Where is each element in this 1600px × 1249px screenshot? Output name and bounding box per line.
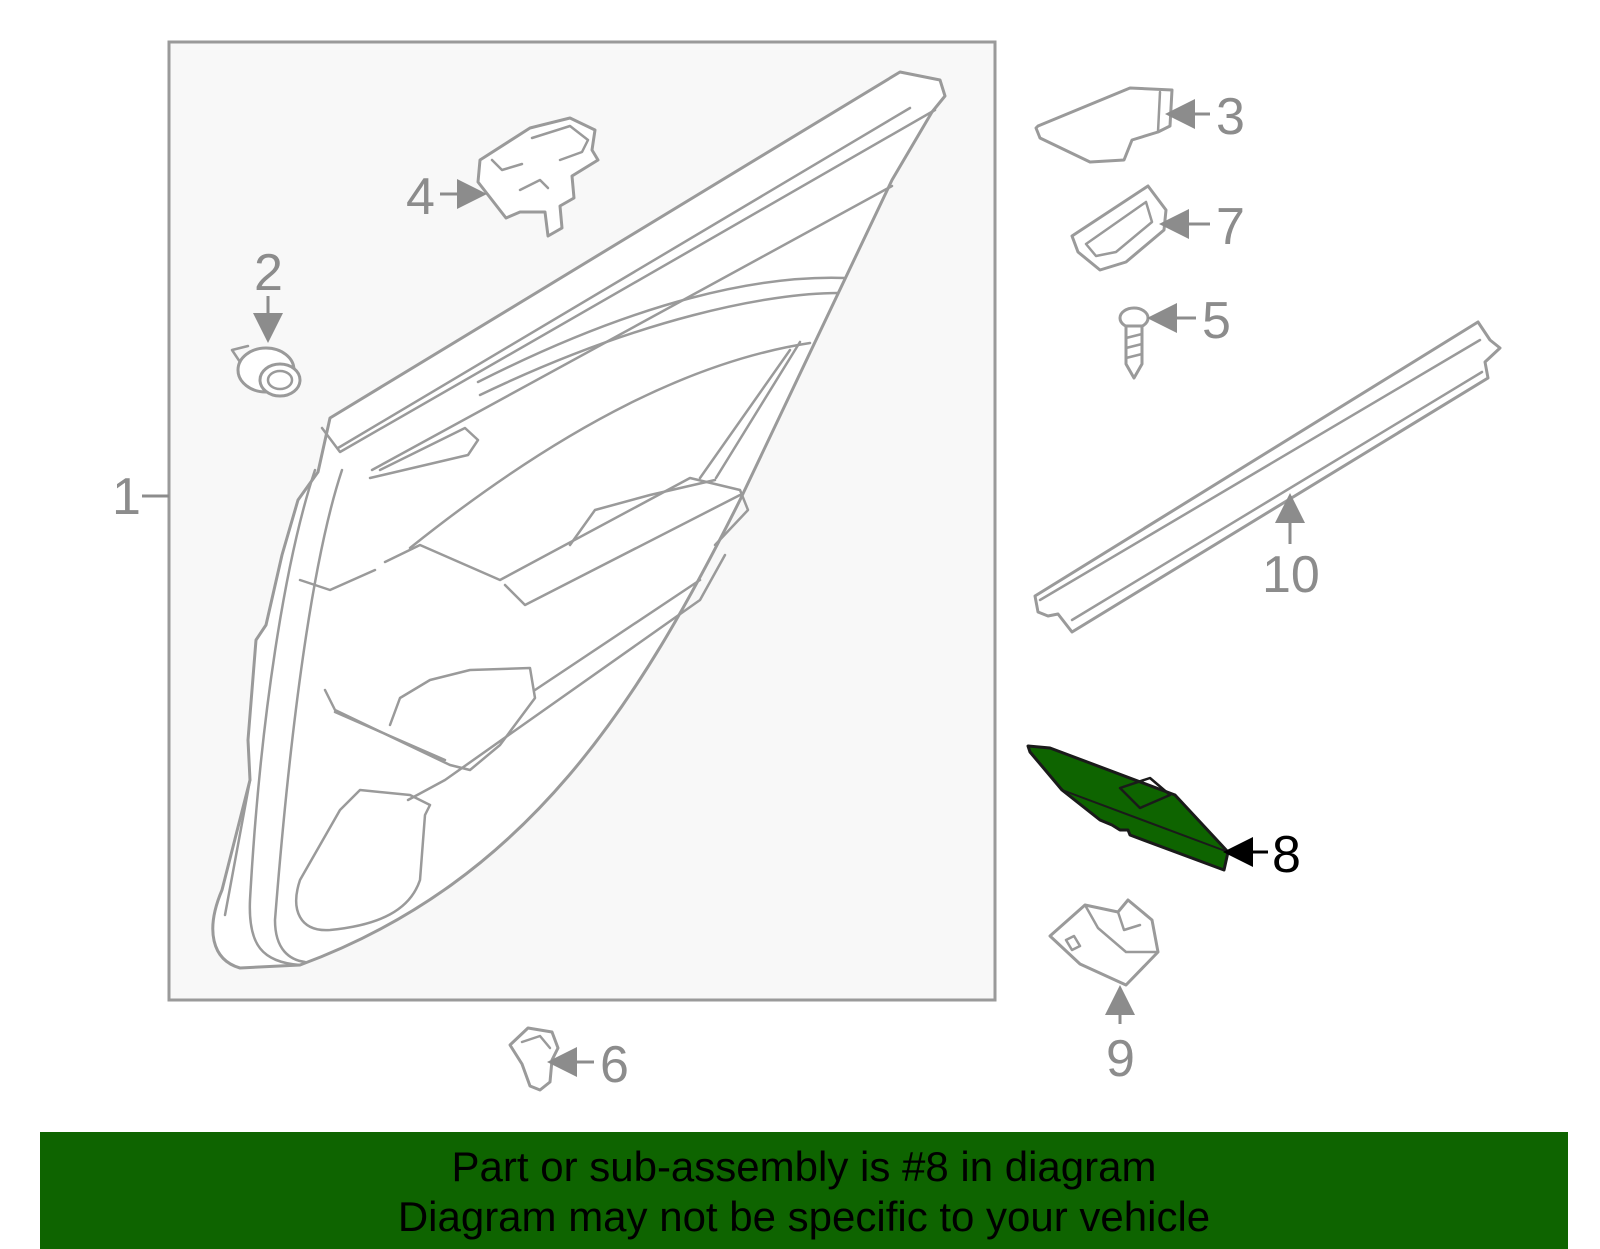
callout-10: 10 [1262, 546, 1320, 604]
trim-cover-part-3[interactable] [1034, 86, 1174, 164]
handle-cup-part-7[interactable] [1070, 184, 1168, 272]
part-info-banner: Part or sub-assembly is #8 in diagram Di… [40, 1132, 1568, 1249]
trim-clip-part-2[interactable] [230, 344, 302, 398]
nut-clip-part-6[interactable] [508, 1026, 560, 1092]
banner-line-disclaimer: Diagram may not be specific to your vehi… [397, 1193, 1211, 1240]
callout-6: 6 [600, 1036, 629, 1094]
trim-piece-part-8-highlighted[interactable] [1026, 744, 1230, 872]
callout-9: 9 [1106, 1030, 1135, 1088]
callout-4: 4 [406, 168, 435, 226]
leader-lines [142, 99, 1305, 1077]
callout-3: 3 [1216, 88, 1245, 146]
callout-8: 8 [1272, 826, 1301, 884]
switch-part-9[interactable] [1048, 898, 1160, 987]
door-trim-panel-part-1[interactable] [211, 70, 947, 970]
callout-5: 5 [1202, 292, 1231, 350]
screw-part-5[interactable] [1118, 306, 1150, 380]
bracket-part-4[interactable] [476, 116, 600, 238]
callout-7: 7 [1216, 198, 1245, 256]
banner-line-part-number: Part or sub-assembly is #8 in diagram [451, 1143, 1157, 1190]
callout-1: 1 [112, 468, 141, 526]
callout-2: 2 [254, 244, 283, 302]
